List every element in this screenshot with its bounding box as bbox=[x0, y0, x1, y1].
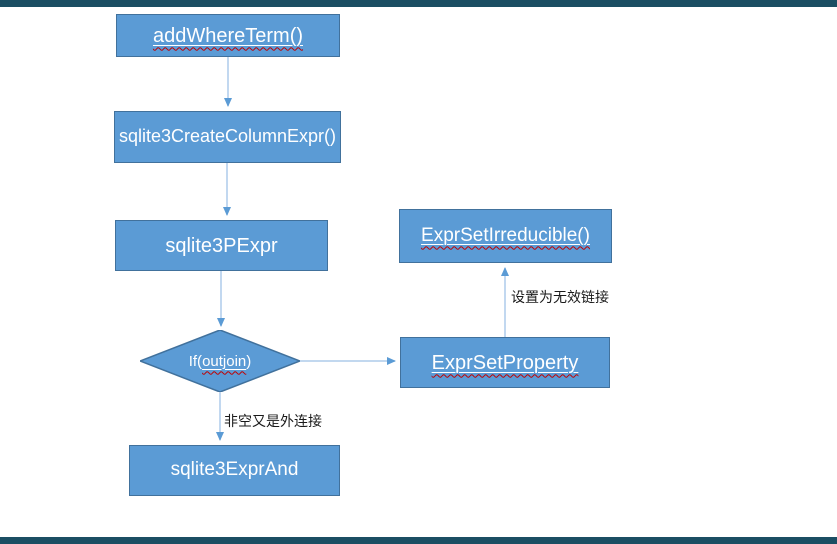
node-exprand-label: sqlite3ExprAnd bbox=[170, 459, 299, 481]
node-ifoutjoin-condition: outjoin bbox=[202, 352, 247, 370]
node-pexpr-label: sqlite3PExpr bbox=[165, 234, 278, 257]
node-exprsetproperty: ExprSetProperty bbox=[400, 337, 610, 388]
node-exprsetirreducible-label: ExprSetIrreducible() bbox=[421, 224, 590, 246]
node-createcolumnexpr: sqlite3CreateColumnExpr() bbox=[114, 111, 341, 163]
top-border-bar bbox=[0, 0, 837, 7]
node-ifoutjoin: If(outjoin) bbox=[140, 330, 300, 392]
bottom-border-bar bbox=[0, 537, 837, 544]
node-addwhereterm: addWhereTerm() bbox=[116, 14, 340, 57]
edge-label-nonempty-outer-join: 非空又是外连接 bbox=[224, 413, 322, 429]
edge-label-set-invalid-link: 设置为无效链接 bbox=[511, 289, 609, 305]
node-createcolumnexpr-label: sqlite3CreateColumnExpr() bbox=[118, 126, 337, 147]
node-addwhereterm-label: addWhereTerm() bbox=[152, 24, 304, 47]
node-exprand: sqlite3ExprAnd bbox=[129, 445, 340, 496]
node-exprsetproperty-label: ExprSetProperty bbox=[431, 351, 579, 374]
node-ifoutjoin-prefix: If( bbox=[188, 352, 203, 370]
node-pexpr: sqlite3PExpr bbox=[115, 220, 328, 271]
node-exprsetirreducible: ExprSetIrreducible() bbox=[399, 209, 612, 263]
node-ifoutjoin-suffix: ) bbox=[246, 352, 252, 370]
diamond-shape bbox=[140, 330, 300, 392]
